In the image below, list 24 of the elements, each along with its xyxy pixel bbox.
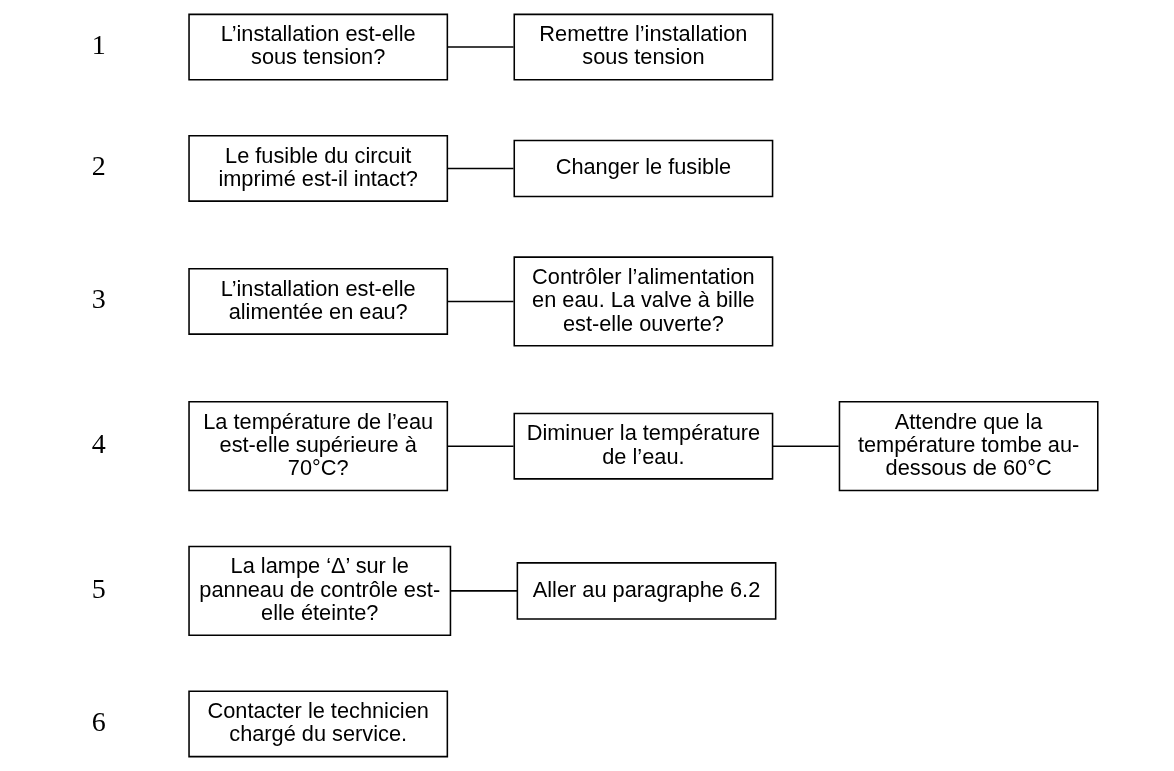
node-box: L’installation est-elle alimentée en eau? xyxy=(188,268,449,335)
connector xyxy=(447,167,515,170)
node-box: Attendre que la température tombe au-dessous de 60°C xyxy=(838,401,1099,492)
node-box: Aller au paragraphe 6.2 xyxy=(516,562,777,620)
node-box: La température de l’eau est-elle supérieure à 70°C? xyxy=(188,401,449,492)
label: 6 xyxy=(91,705,106,737)
label: 1 xyxy=(91,28,106,60)
connector xyxy=(447,46,515,48)
node-box: L’installation est-elle sous tension? xyxy=(188,13,449,81)
connector xyxy=(772,445,840,447)
label: 2 xyxy=(91,150,106,182)
node-box: Le fusible du circuit imprimé est-il intact? xyxy=(188,134,449,202)
node-box: Remettre l’installation sous tension xyxy=(513,13,774,81)
node-box: Contrôler l’alimentation en eau. La valve à bille est-elle ouverte? xyxy=(513,256,774,347)
connector xyxy=(447,300,515,303)
label: 4 xyxy=(91,428,106,460)
node-box: Changer le fusible xyxy=(513,139,774,198)
node-box: La lampe ‘Δ’ sur le panneau de contrôle est-elle éteinte? xyxy=(188,545,452,637)
node-box: Contacter le technicien chargé du service. xyxy=(188,690,449,758)
label: 3 xyxy=(91,283,106,315)
connector xyxy=(449,590,518,592)
label: 5 xyxy=(91,572,106,604)
connector xyxy=(447,445,515,447)
node-box: Diminuer la température de l’eau. xyxy=(513,412,774,480)
